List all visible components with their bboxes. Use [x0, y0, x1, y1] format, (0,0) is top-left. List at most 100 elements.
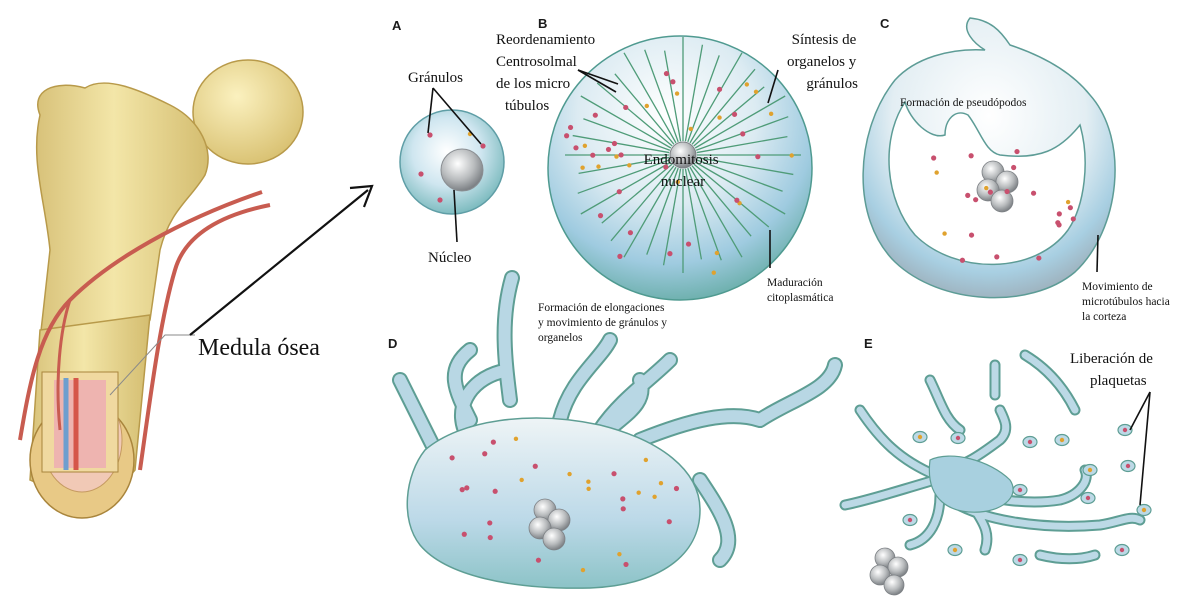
granule [717, 115, 721, 119]
platelet-granule [956, 436, 960, 440]
platelet-granule [1123, 428, 1127, 432]
granule [789, 153, 793, 157]
panel-letter-d: D [388, 336, 397, 351]
granule [619, 152, 624, 157]
granule [732, 112, 737, 117]
panel-letter-a: A [392, 18, 402, 33]
granule [1057, 211, 1062, 216]
granule [942, 231, 946, 235]
label-sintesis: Síntesis de organelos y gránulos [787, 32, 860, 92]
granule [586, 487, 590, 491]
granule [620, 496, 625, 501]
granule [965, 193, 970, 198]
platelet-granule [1120, 548, 1124, 552]
granule [623, 562, 628, 567]
cell-c [863, 18, 1115, 298]
granule [586, 480, 590, 484]
label-granulos: Gránulos [408, 70, 463, 86]
granule [644, 458, 648, 462]
platelet-granule [1086, 496, 1090, 500]
granule [934, 170, 938, 174]
granule [969, 153, 974, 158]
panel-letter-c: C [880, 16, 890, 31]
granule [623, 105, 628, 110]
granule [969, 232, 974, 237]
granule [740, 131, 745, 136]
granule [1056, 222, 1061, 227]
granule [606, 147, 611, 152]
granule [994, 254, 999, 259]
granule [590, 153, 595, 158]
granule [689, 127, 693, 131]
granule [567, 472, 571, 476]
granule [621, 506, 626, 511]
granule [593, 113, 598, 118]
granule [612, 141, 617, 146]
granule [1066, 200, 1070, 204]
granule [533, 464, 538, 469]
granule [667, 519, 672, 524]
granule [670, 79, 675, 84]
label-nucleo: Núcleo [428, 250, 471, 266]
granule [1071, 216, 1076, 221]
granule [568, 125, 573, 130]
platelet-granule [953, 548, 957, 552]
granule [581, 568, 585, 572]
granule [627, 163, 631, 167]
granule [617, 552, 621, 556]
granule [636, 490, 640, 494]
granule [973, 197, 978, 202]
granule [617, 254, 622, 259]
granule [754, 90, 758, 94]
label-medula-osea: Medula ósea [198, 335, 320, 361]
platelet-granule [1028, 440, 1032, 444]
granule [596, 164, 600, 168]
granule [493, 489, 498, 494]
granule [667, 251, 672, 256]
granule [960, 258, 965, 263]
granule [450, 455, 455, 460]
granule [583, 144, 587, 148]
granule [482, 451, 487, 456]
granule [1036, 255, 1041, 260]
cell-e [845, 355, 1151, 595]
granule [573, 145, 578, 150]
platelet-granule [1018, 488, 1022, 492]
granule [1014, 149, 1019, 154]
platelet-granule [908, 518, 912, 522]
platelet-granule [1018, 558, 1022, 562]
granule [717, 87, 722, 92]
granule [536, 558, 541, 563]
granule [675, 91, 679, 95]
granule [988, 190, 993, 195]
granule [462, 532, 467, 537]
granule [645, 104, 649, 108]
granule [460, 487, 465, 492]
granule [611, 471, 616, 476]
granule [931, 155, 936, 160]
label-maduracion: Maduración citoplasmática [767, 277, 833, 304]
platelet-granule [1142, 508, 1146, 512]
label-pseudopodos: Formación de pseudópodos [900, 97, 1027, 109]
femur-illustration [20, 60, 303, 518]
granule [712, 270, 716, 274]
granule [1004, 189, 1009, 194]
label-movimiento-microtubulos: Movimiento de microtúbulos hacia la cort… [1082, 281, 1173, 323]
granule [734, 198, 739, 203]
panel-letter-b: B [538, 16, 547, 31]
granule [686, 241, 691, 246]
granule [984, 186, 988, 190]
cell-a [400, 110, 504, 214]
granule [491, 440, 496, 445]
granule [1068, 205, 1073, 210]
granule [519, 478, 523, 482]
platelet-granule [1126, 464, 1130, 468]
granule [745, 82, 749, 86]
granule [617, 189, 622, 194]
granule [769, 112, 773, 116]
nucleus-e [870, 548, 908, 595]
platelet-granule [918, 435, 922, 439]
granule [1031, 191, 1036, 196]
